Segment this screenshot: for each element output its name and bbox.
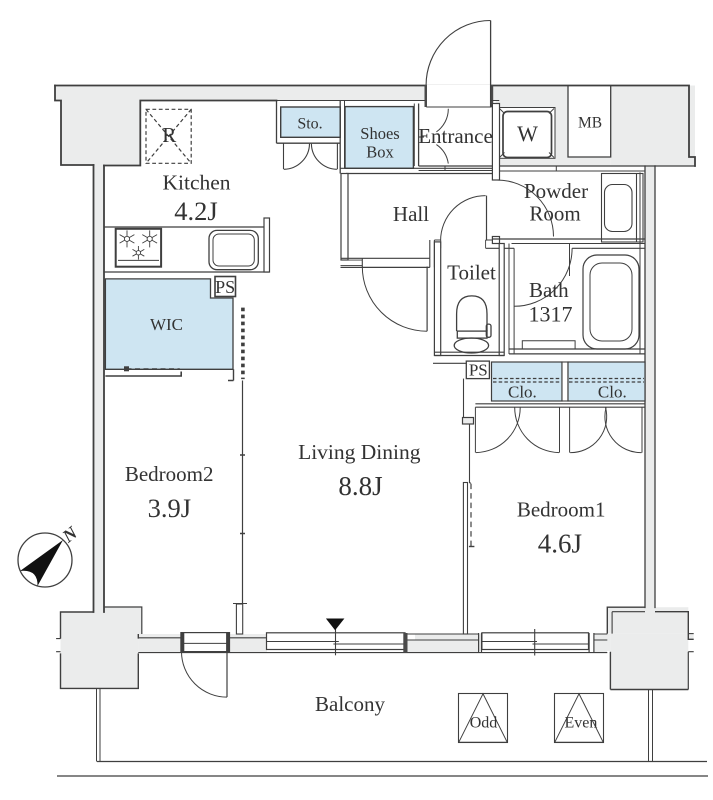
svg-text:Bedroom2: Bedroom2 [125,462,214,486]
svg-text:PS: PS [215,277,235,297]
svg-text:Clo.: Clo. [598,382,627,401]
svg-text:Bedroom1: Bedroom1 [517,497,606,521]
svg-text:Sto.: Sto. [297,116,322,133]
svg-text:4.6J: 4.6J [538,529,582,559]
svg-text:1317: 1317 [529,302,573,327]
svg-text:PS: PS [469,361,488,380]
svg-text:Odd: Odd [470,715,498,732]
svg-text:W: W [517,121,538,146]
svg-text:WIC: WIC [150,315,183,334]
svg-text:Living Dining: Living Dining [298,440,421,464]
svg-text:Even: Even [564,715,597,732]
svg-text:Toilet: Toilet [447,261,496,285]
svg-text:R: R [162,123,176,147]
svg-text:Hall: Hall [393,202,429,226]
svg-text:Box: Box [366,143,394,162]
svg-text:3.9J: 3.9J [148,493,191,523]
svg-text:Shoes: Shoes [360,124,399,143]
svg-text:4.2J: 4.2J [174,196,217,226]
svg-text:Bath: Bath [529,278,569,302]
svg-text:Powder: Powder [524,179,588,203]
svg-text:Balcony: Balcony [315,692,385,716]
svg-text:Clo.: Clo. [508,382,537,401]
svg-text:8.8J: 8.8J [338,471,382,501]
svg-text:MB: MB [578,115,602,132]
svg-text:Entrance: Entrance [418,124,493,148]
svg-text:Room: Room [529,202,580,226]
svg-text:Kitchen: Kitchen [162,171,230,195]
